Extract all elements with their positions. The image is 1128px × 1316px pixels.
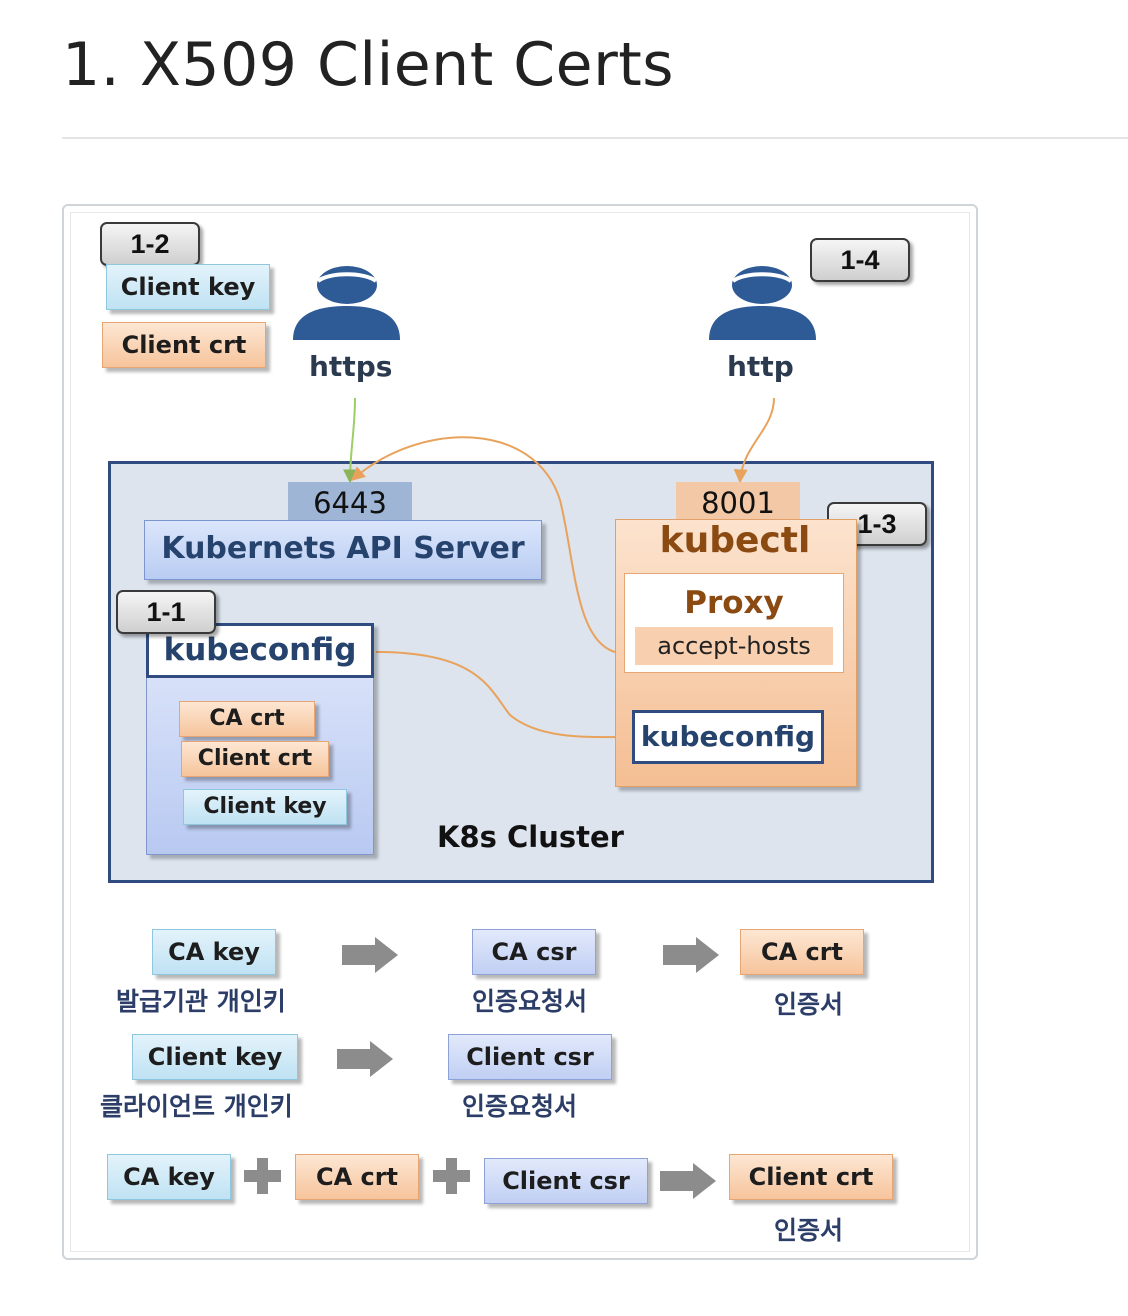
step-badge-1-1: 1-1 <box>116 590 216 634</box>
step-badge-1-4: 1-4 <box>810 238 910 282</box>
kubeconfig-copy-line <box>375 651 634 745</box>
kc-ca-crt-tag: CA crt <box>179 701 315 737</box>
proxy-port: 8001 <box>676 482 800 524</box>
flow-client-key-desc: 클라이언트 개인키 <box>100 1092 293 1121</box>
api-server-box: Kubernets API Server <box>144 520 542 580</box>
sign-client-csr-tag: Client csr <box>484 1158 648 1204</box>
proxy-label: Proxy <box>684 585 784 621</box>
api-port: 6443 <box>288 482 412 524</box>
flow-client-key-tag: Client key <box>132 1034 298 1080</box>
sign-ca-key-tag: CA key <box>107 1154 231 1200</box>
flow-ca-csr-tag: CA csr <box>472 929 596 975</box>
step-badge-1-2: 1-2 <box>100 222 200 266</box>
http-label: http <box>727 350 794 383</box>
flow-ca-key-desc: 발급기관 개인키 <box>116 987 286 1016</box>
sign-client-crt-tag: Client crt <box>729 1154 893 1200</box>
flow-ca-crt-tag: CA crt <box>740 929 864 975</box>
cluster-label: K8s Cluster <box>437 820 624 854</box>
http-line <box>733 397 775 484</box>
accept-hosts-label: accept-hosts <box>635 627 833 665</box>
flow-ca-key-tag: CA key <box>152 929 276 975</box>
kubectl-label: kubectl <box>659 520 811 561</box>
sign-client-crt-desc: 인증서 <box>774 1216 844 1245</box>
https-label: https <box>309 350 393 383</box>
kc-client-crt-tag: Client crt <box>181 741 329 777</box>
kc-client-key-tag: Client key <box>183 789 347 825</box>
flow-ca-csr-desc: 인증요청서 <box>472 987 588 1016</box>
figure-inner-border <box>70 212 970 1252</box>
title-divider <box>62 137 1128 139</box>
client-key-tag: Client key <box>106 264 270 310</box>
flow-client-csr-tag: Client csr <box>448 1034 612 1080</box>
sign-ca-crt-tag: CA crt <box>295 1154 419 1200</box>
kubectl-kubeconfig-box: kubeconfig <box>632 710 824 764</box>
https-line <box>343 397 358 484</box>
client-crt-tag: Client crt <box>102 322 266 368</box>
flow-client-csr-desc: 인증요청서 <box>462 1092 578 1121</box>
page-title: 1. X509 Client Certs <box>62 30 675 100</box>
flow-ca-crt-desc: 인증서 <box>774 990 844 1019</box>
proxy-to-api-line <box>350 436 616 653</box>
